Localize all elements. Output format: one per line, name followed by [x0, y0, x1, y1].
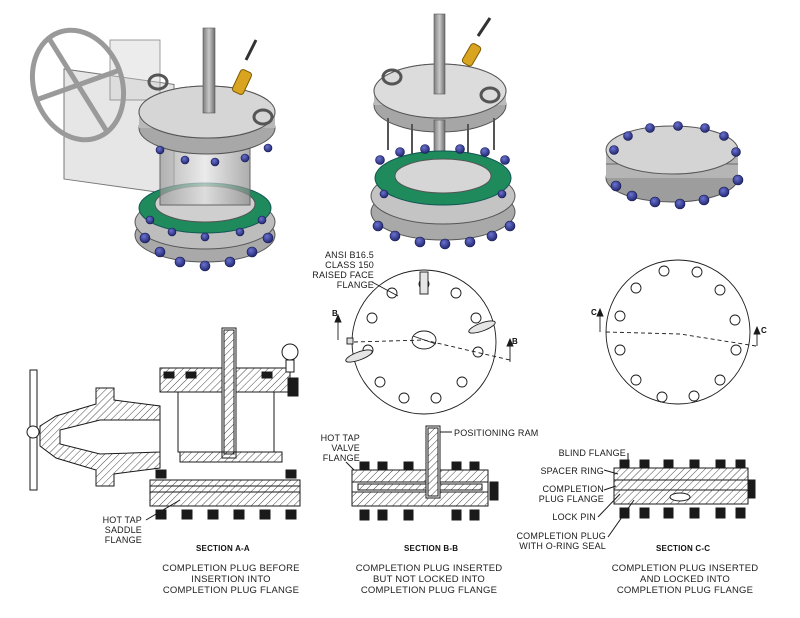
section-b-b-caption: COMPLETION PLUG INSERTED BUT NOT LOCKED …	[355, 563, 503, 596]
spacer-ring-label: SPACER RING	[540, 466, 604, 476]
hot-tap-valve-label: HOT TAP VALVE FLANGE	[320, 433, 360, 463]
cut-marker-c-left: C	[591, 308, 597, 317]
lock-pin-label: LOCK PIN	[552, 512, 596, 522]
iso-view-closed-assembly	[605, 121, 744, 210]
completion-plug-flange-label: COMPLETION PLUG FLANGE	[538, 484, 604, 504]
brass-valve-fitting	[231, 39, 258, 95]
section-c-c-title: SECTION C-C	[656, 544, 711, 553]
iso-view-hot-tap-assembly	[29, 27, 276, 272]
positioning-ram-label: POSITIONING RAM	[454, 428, 539, 438]
flange-spec-label: ANSI B16.5 CLASS 150 RAISED FACE FLANGE	[312, 250, 374, 290]
iso-view-exploded	[370, 13, 516, 250]
hand-wheel	[29, 27, 127, 143]
section-a-a-drawing	[26, 327, 301, 521]
cut-marker-c-right: C	[761, 326, 767, 335]
bolt-hole-pattern	[362, 278, 484, 404]
cut-marker-b-left: B	[332, 309, 338, 318]
cut-marker-b-right: B	[512, 337, 518, 346]
section-c-c-caption: COMPLETION PLUG INSERTED AND LOCKED INTO…	[611, 563, 759, 596]
section-c-c-drawing	[597, 453, 756, 538]
completion-plug-oring-label: COMPLETION PLUG WITH O-RING SEAL	[516, 531, 606, 551]
section-a-a-caption: COMPLETION PLUG BEFORE INSERTION INTO CO…	[162, 563, 300, 596]
flange-bolts	[139, 143, 274, 272]
blind-flange-label: BLIND FLANGE	[558, 448, 626, 458]
section-b-b-title: SECTION B-B	[404, 544, 459, 553]
section-a-a-title: SECTION A-A	[196, 544, 250, 553]
hot-tap-saddle-label: HOT TAP SADDLE FLANGE	[102, 515, 142, 545]
plan-view-c	[596, 259, 761, 405]
plan-view-b	[334, 269, 514, 415]
section-b-b-drawing	[345, 425, 499, 521]
